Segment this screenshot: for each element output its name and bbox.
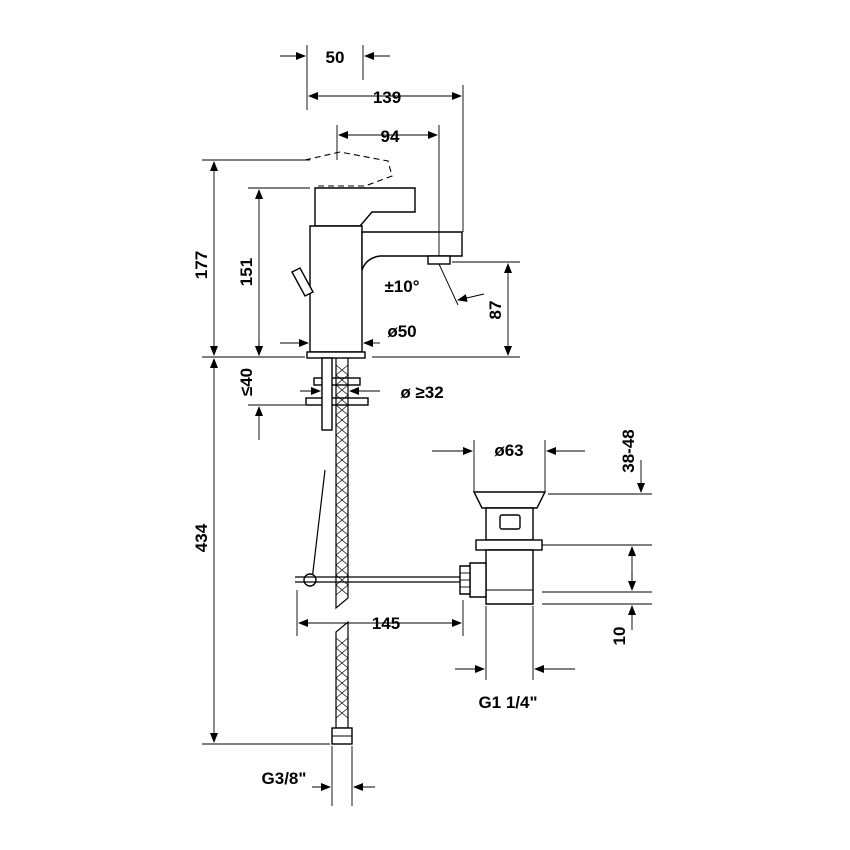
- dim-10: 10: [610, 627, 629, 646]
- dim-177: 177: [192, 251, 211, 279]
- dim-dia63: ø63: [494, 441, 523, 460]
- pull-rod: [295, 469, 463, 587]
- dim-38-48: 38-48: [619, 429, 638, 472]
- dim-434: 434: [192, 523, 211, 552]
- dim-50-top: 50: [326, 48, 345, 67]
- dimension-lines: [202, 45, 652, 806]
- dim-94: 94: [381, 127, 400, 146]
- dim-g114: G1 1/4": [478, 693, 537, 712]
- dim-145: 145: [372, 614, 400, 633]
- dim-139: 139: [373, 88, 401, 107]
- dim-angle: ±10°: [384, 277, 419, 296]
- dim-dia50: ø50: [387, 322, 416, 341]
- braided-hose: [331, 358, 353, 745]
- dim-dia32: ø ≥32: [400, 383, 443, 402]
- dim-151: 151: [237, 258, 256, 286]
- dim-le40: ≤40: [237, 368, 256, 396]
- dimension-labels: 50 139 94 177 151 ±10° 87 ø50 ≤40 ø ≥32 …: [192, 48, 638, 788]
- dim-g38: G3/8": [262, 769, 307, 788]
- popup-waste: [459, 491, 547, 605]
- dim-87: 87: [486, 301, 505, 320]
